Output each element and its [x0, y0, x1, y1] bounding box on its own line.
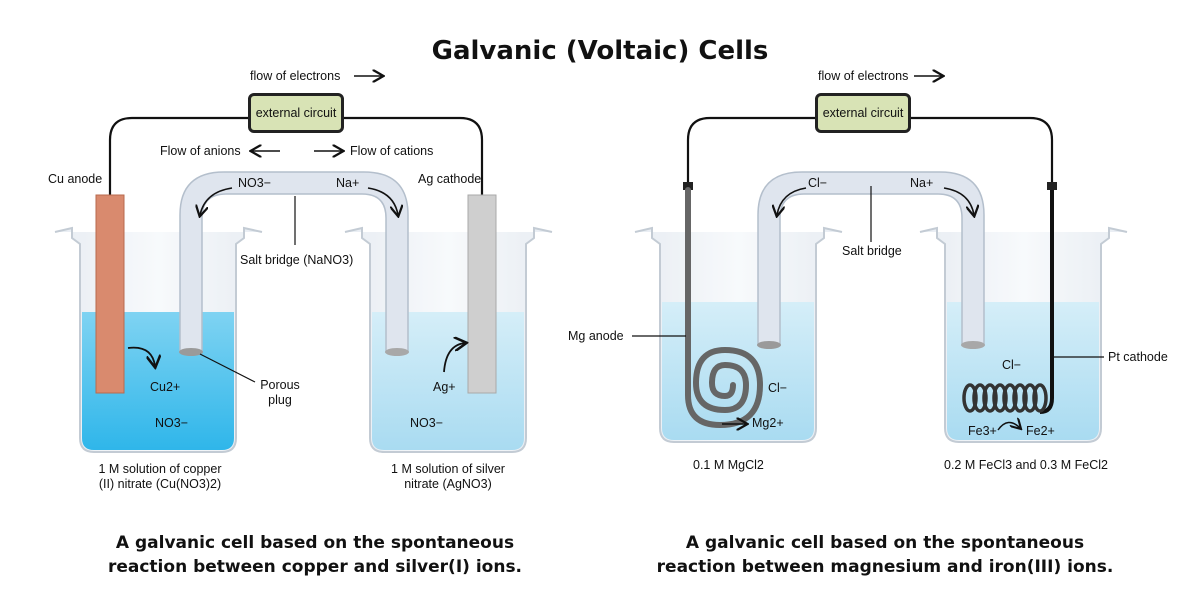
right-bridge-anion: Cl−	[808, 176, 828, 190]
left-cell-right-beaker	[344, 226, 553, 453]
right-salt-bridge-label: Salt bridge	[842, 244, 902, 258]
left-porous-plug-right	[385, 348, 409, 356]
left-external-circuit-label: external circuit	[255, 106, 337, 120]
page-title: Galvanic (Voltaic) Cells	[431, 36, 769, 66]
mg-anode-rod	[685, 187, 764, 429]
right-nitrate-label: NO3−	[410, 416, 444, 430]
cu-electrode	[95, 194, 125, 394]
right-flow-of-electrons: flow of electrons	[818, 69, 909, 83]
left-wire	[108, 116, 484, 195]
left-bridge-cation: Na+	[336, 176, 360, 190]
left-salt-bridge-label: Salt bridge (NaNO3)	[240, 253, 354, 267]
right-bridge-arrow-cation	[943, 187, 974, 215]
right-plug-left	[757, 341, 781, 349]
right-bridge-arrow-anion	[777, 187, 807, 215]
right-left-chloride: Cl−	[768, 381, 788, 395]
left-bridge-arrow-anion	[200, 187, 233, 215]
porous-plug-label: Porous plug	[260, 378, 300, 407]
left-bridge-arrow-cation	[367, 187, 398, 215]
pt-wire-clip	[1047, 182, 1057, 190]
ag-electrode	[467, 194, 497, 394]
ag-ion-arrow	[443, 343, 465, 373]
mg-ion-label: Mg2+	[752, 416, 784, 430]
cu-anode-label: Cu anode	[48, 172, 103, 186]
right-plug-right	[961, 341, 985, 349]
left-external-circuit-box: external circuit	[248, 93, 344, 133]
mg-anode-label: Mg anode	[568, 329, 624, 343]
left-flow-of-anions: Flow of anions	[160, 144, 241, 158]
left-porous-plug	[179, 348, 203, 356]
right-external-circuit-label: external circuit	[822, 106, 904, 120]
right-caption: A galvanic cell based on the spontaneous…	[656, 533, 1114, 577]
pt-cathode-label: Pt cathode	[1108, 350, 1168, 364]
fecl-solution-label: 0.2 M FeCl3 and 0.3 M FeCl2	[944, 458, 1108, 472]
left-nitrate-label: NO3−	[155, 416, 189, 430]
silver-solution-label: 1 M solution of silver nitrate (AgNO3)	[391, 462, 505, 491]
copper-solution-label: 1 M solution of copper (II) nitrate (Cu(…	[98, 462, 222, 491]
right-external-circuit-box: external circuit	[815, 93, 911, 133]
right-left-beaker	[634, 226, 843, 443]
ag-ion-label: Ag+	[433, 380, 456, 394]
porous-plug-pointer	[199, 353, 256, 383]
left-bridge-anion: NO3−	[238, 176, 272, 190]
fe-ion-arrow	[997, 422, 1020, 430]
right-right-chloride: Cl−	[1002, 358, 1022, 372]
fe3-label: Fe3+	[968, 424, 997, 438]
right-wire	[686, 116, 1054, 190]
right-bridge-cation: Na+	[910, 176, 934, 190]
cu-ion-arrow	[127, 346, 155, 366]
pt-coil	[962, 383, 1048, 413]
ag-cathode-label: Ag cathode	[418, 172, 482, 186]
fe2-label: Fe2+	[1026, 424, 1055, 438]
left-flow-of-cations: Flow of cations	[350, 144, 434, 158]
left-caption: A galvanic cell based on the spontaneous…	[107, 533, 523, 577]
mg-wire-clip	[683, 182, 693, 190]
cu-ion-label: Cu2+	[150, 380, 181, 394]
mgcl2-solution-label: 0.1 M MgCl2	[693, 458, 764, 472]
left-flow-of-electrons: flow of electrons	[250, 69, 341, 83]
